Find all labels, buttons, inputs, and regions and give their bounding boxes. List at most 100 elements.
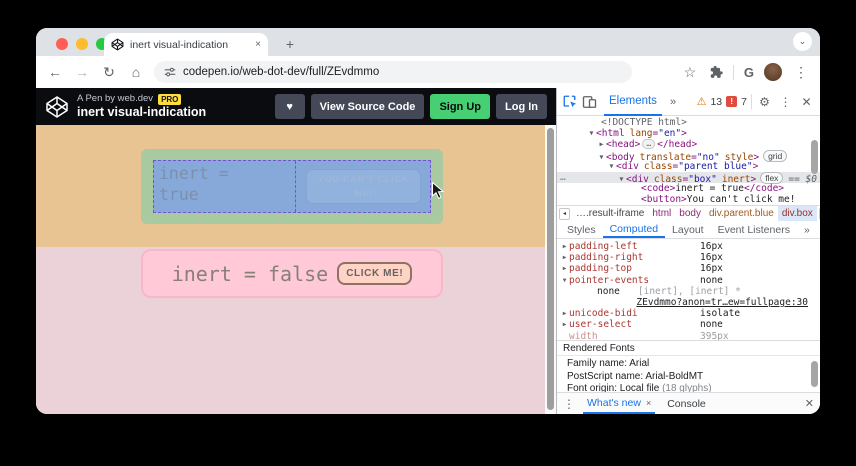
expand-arrow-icon[interactable]: ▼: [599, 153, 604, 161]
tab-layout[interactable]: Layout: [672, 223, 704, 236]
codepen-favicon-icon: [111, 38, 124, 51]
font-origin-line: Font origin: Local file (18 glyphs): [567, 383, 712, 392]
tree-row-doctype[interactable]: <!DOCTYPE html>: [601, 117, 687, 128]
tree-row-button[interactable]: <button>You can't click me!: [641, 194, 796, 205]
browser-toolbar: ← → ↻ ⌂ codepen.io/web-dot-dev/full/ZEvd…: [36, 56, 820, 88]
issue-count[interactable]: 7: [741, 95, 747, 108]
rendered-fonts-header: Rendered Fonts: [557, 341, 820, 356]
drawer-close-icon[interactable]: ✕: [804, 398, 814, 410]
byline-text[interactable]: A Pen by web.dev: [77, 92, 154, 104]
expand-arrow-icon[interactable]: ▼: [609, 162, 614, 170]
codepen-logo-icon[interactable]: [45, 95, 69, 119]
collapse-arrow-icon[interactable]: ▶: [599, 140, 604, 148]
crumb-div-parent-blue[interactable]: div.parent.blue: [708, 208, 774, 219]
browser-tab[interactable]: inert visual-indication ×: [104, 33, 268, 56]
devtools-toolbar-divider: [751, 94, 752, 109]
flex-badge[interactable]: flex: [760, 172, 784, 184]
drawer-menu-icon[interactable]: ⋮: [563, 396, 575, 411]
font-postscript-line: PostScript name: Arial-BoldMT: [567, 370, 704, 382]
site-column: A Pen by web.dev PRO inert visual-indica…: [36, 88, 556, 414]
browser-menu-icon[interactable]: ⋮: [794, 63, 808, 80]
url-text: codepen.io/web-dot-dev/full/ZEvdmmo: [183, 66, 380, 78]
back-icon[interactable]: ←: [48, 64, 62, 80]
tab-close-icon[interactable]: ×: [255, 39, 261, 50]
page-scrollbar[interactable]: [545, 125, 556, 414]
issues-icon[interactable]: !: [726, 96, 738, 107]
heart-button[interactable]: ♥: [274, 94, 305, 119]
tab-search-chevron-icon[interactable]: ⌄: [793, 32, 812, 51]
breadcrumb: ◂ ….result-iframe html body div.parent.b…: [557, 205, 820, 221]
crumb-body[interactable]: body: [679, 208, 701, 219]
home-icon[interactable]: ⌂: [131, 64, 141, 80]
warning-count[interactable]: 13: [710, 95, 723, 108]
close-window-button[interactable]: [56, 38, 68, 50]
rendered-page: inert = true YOU CAN'T CLICK ME! inert =…: [36, 125, 556, 414]
tab-whats-new[interactable]: What's new ×: [583, 393, 656, 414]
tab-console[interactable]: Console: [667, 397, 706, 410]
address-bar[interactable]: codepen.io/web-dot-dev/full/ZEvdmmo: [154, 61, 632, 83]
source-link[interactable]: ZEvdmmo?anon=tr…ew=fullpage:30: [636, 296, 808, 308]
bookmark-star-icon[interactable]: ☆: [683, 63, 697, 80]
devtools-close-icon[interactable]: ✕: [801, 94, 812, 109]
crumb-result-iframe[interactable]: ….result-iframe: [576, 208, 645, 219]
view-source-button[interactable]: View Source Code: [310, 94, 425, 119]
row-more-icon[interactable]: …: [560, 172, 566, 183]
tab-styles[interactable]: Styles: [567, 223, 596, 236]
tree-row-head[interactable]: ▶<head>…</head>: [557, 139, 820, 150]
inspect-element-icon[interactable]: [562, 94, 577, 109]
subtabs-more-icon[interactable]: »: [803, 223, 810, 236]
breadcrumb-left-icon[interactable]: ◂: [559, 207, 570, 220]
dollar-zero-marker: == $0: [788, 174, 818, 185]
console-counts: ⚠ 13 ! 7 ⚙ ⋮ ✕: [697, 94, 815, 109]
inert-false-box: inert = false CLICK ME!: [141, 249, 443, 298]
breadcrumb-right-icon[interactable]: ▸: [818, 207, 820, 220]
click-me-button[interactable]: CLICK ME!: [337, 262, 413, 285]
devtools-drawer: ⋮ What's new × Console ✕: [557, 392, 820, 414]
pen-title: inert visual-indication: [77, 104, 207, 119]
devtools-panel: Elements » ⚠ 13 ! 7 ⚙ ⋮ ✕ <!DOCTYPE html…: [556, 88, 820, 414]
minimize-window-button[interactable]: [76, 38, 88, 50]
extensions-puzzle-icon[interactable]: [709, 65, 723, 79]
devtools-settings-gear-icon[interactable]: ⚙: [759, 94, 770, 109]
computed-trace-source: ZEvdmmo?anon=tr…ew=fullpage:30: [557, 297, 820, 308]
page-scrollbar-thumb[interactable]: [547, 128, 554, 410]
tab-title: inert visual-indication: [130, 38, 229, 51]
tab-elements[interactable]: Elements: [604, 88, 662, 116]
whats-new-close-icon[interactable]: ×: [645, 397, 652, 408]
tree-row-code[interactable]: <code>inert = true</code>: [641, 183, 785, 194]
site-settings-tune-icon[interactable]: [164, 66, 176, 78]
fonts-scrollbar-thumb[interactable]: [811, 361, 818, 387]
collapsed-ellipsis[interactable]: …: [642, 139, 656, 149]
tab-computed[interactable]: Computed: [602, 221, 666, 238]
avatar[interactable]: [764, 63, 782, 81]
log-in-button[interactable]: Log In: [496, 94, 547, 119]
forward-icon[interactable]: →: [75, 64, 89, 80]
sign-up-button[interactable]: Sign Up: [430, 94, 490, 119]
tab-event-listeners[interactable]: Event Listeners: [717, 223, 790, 236]
reload-icon[interactable]: ↻: [103, 63, 115, 80]
warning-icon[interactable]: ⚠: [696, 96, 707, 108]
new-tab-button[interactable]: +: [285, 36, 295, 52]
google-profile-icon[interactable]: G: [743, 64, 754, 80]
crumb-div-box[interactable]: div.box: [777, 206, 817, 221]
expand-arrow-icon[interactable]: ▼: [619, 175, 624, 183]
devtools-menu-icon[interactable]: ⋮: [779, 94, 792, 109]
grid-badge[interactable]: grid: [763, 150, 788, 162]
more-panels-icon[interactable]: »: [669, 95, 677, 108]
crumb-html[interactable]: html: [652, 208, 672, 219]
tree-scrollbar-thumb[interactable]: [811, 140, 818, 174]
expand-arrow-icon[interactable]: ▼: [589, 129, 594, 137]
device-toolbar-icon[interactable]: [582, 95, 597, 109]
